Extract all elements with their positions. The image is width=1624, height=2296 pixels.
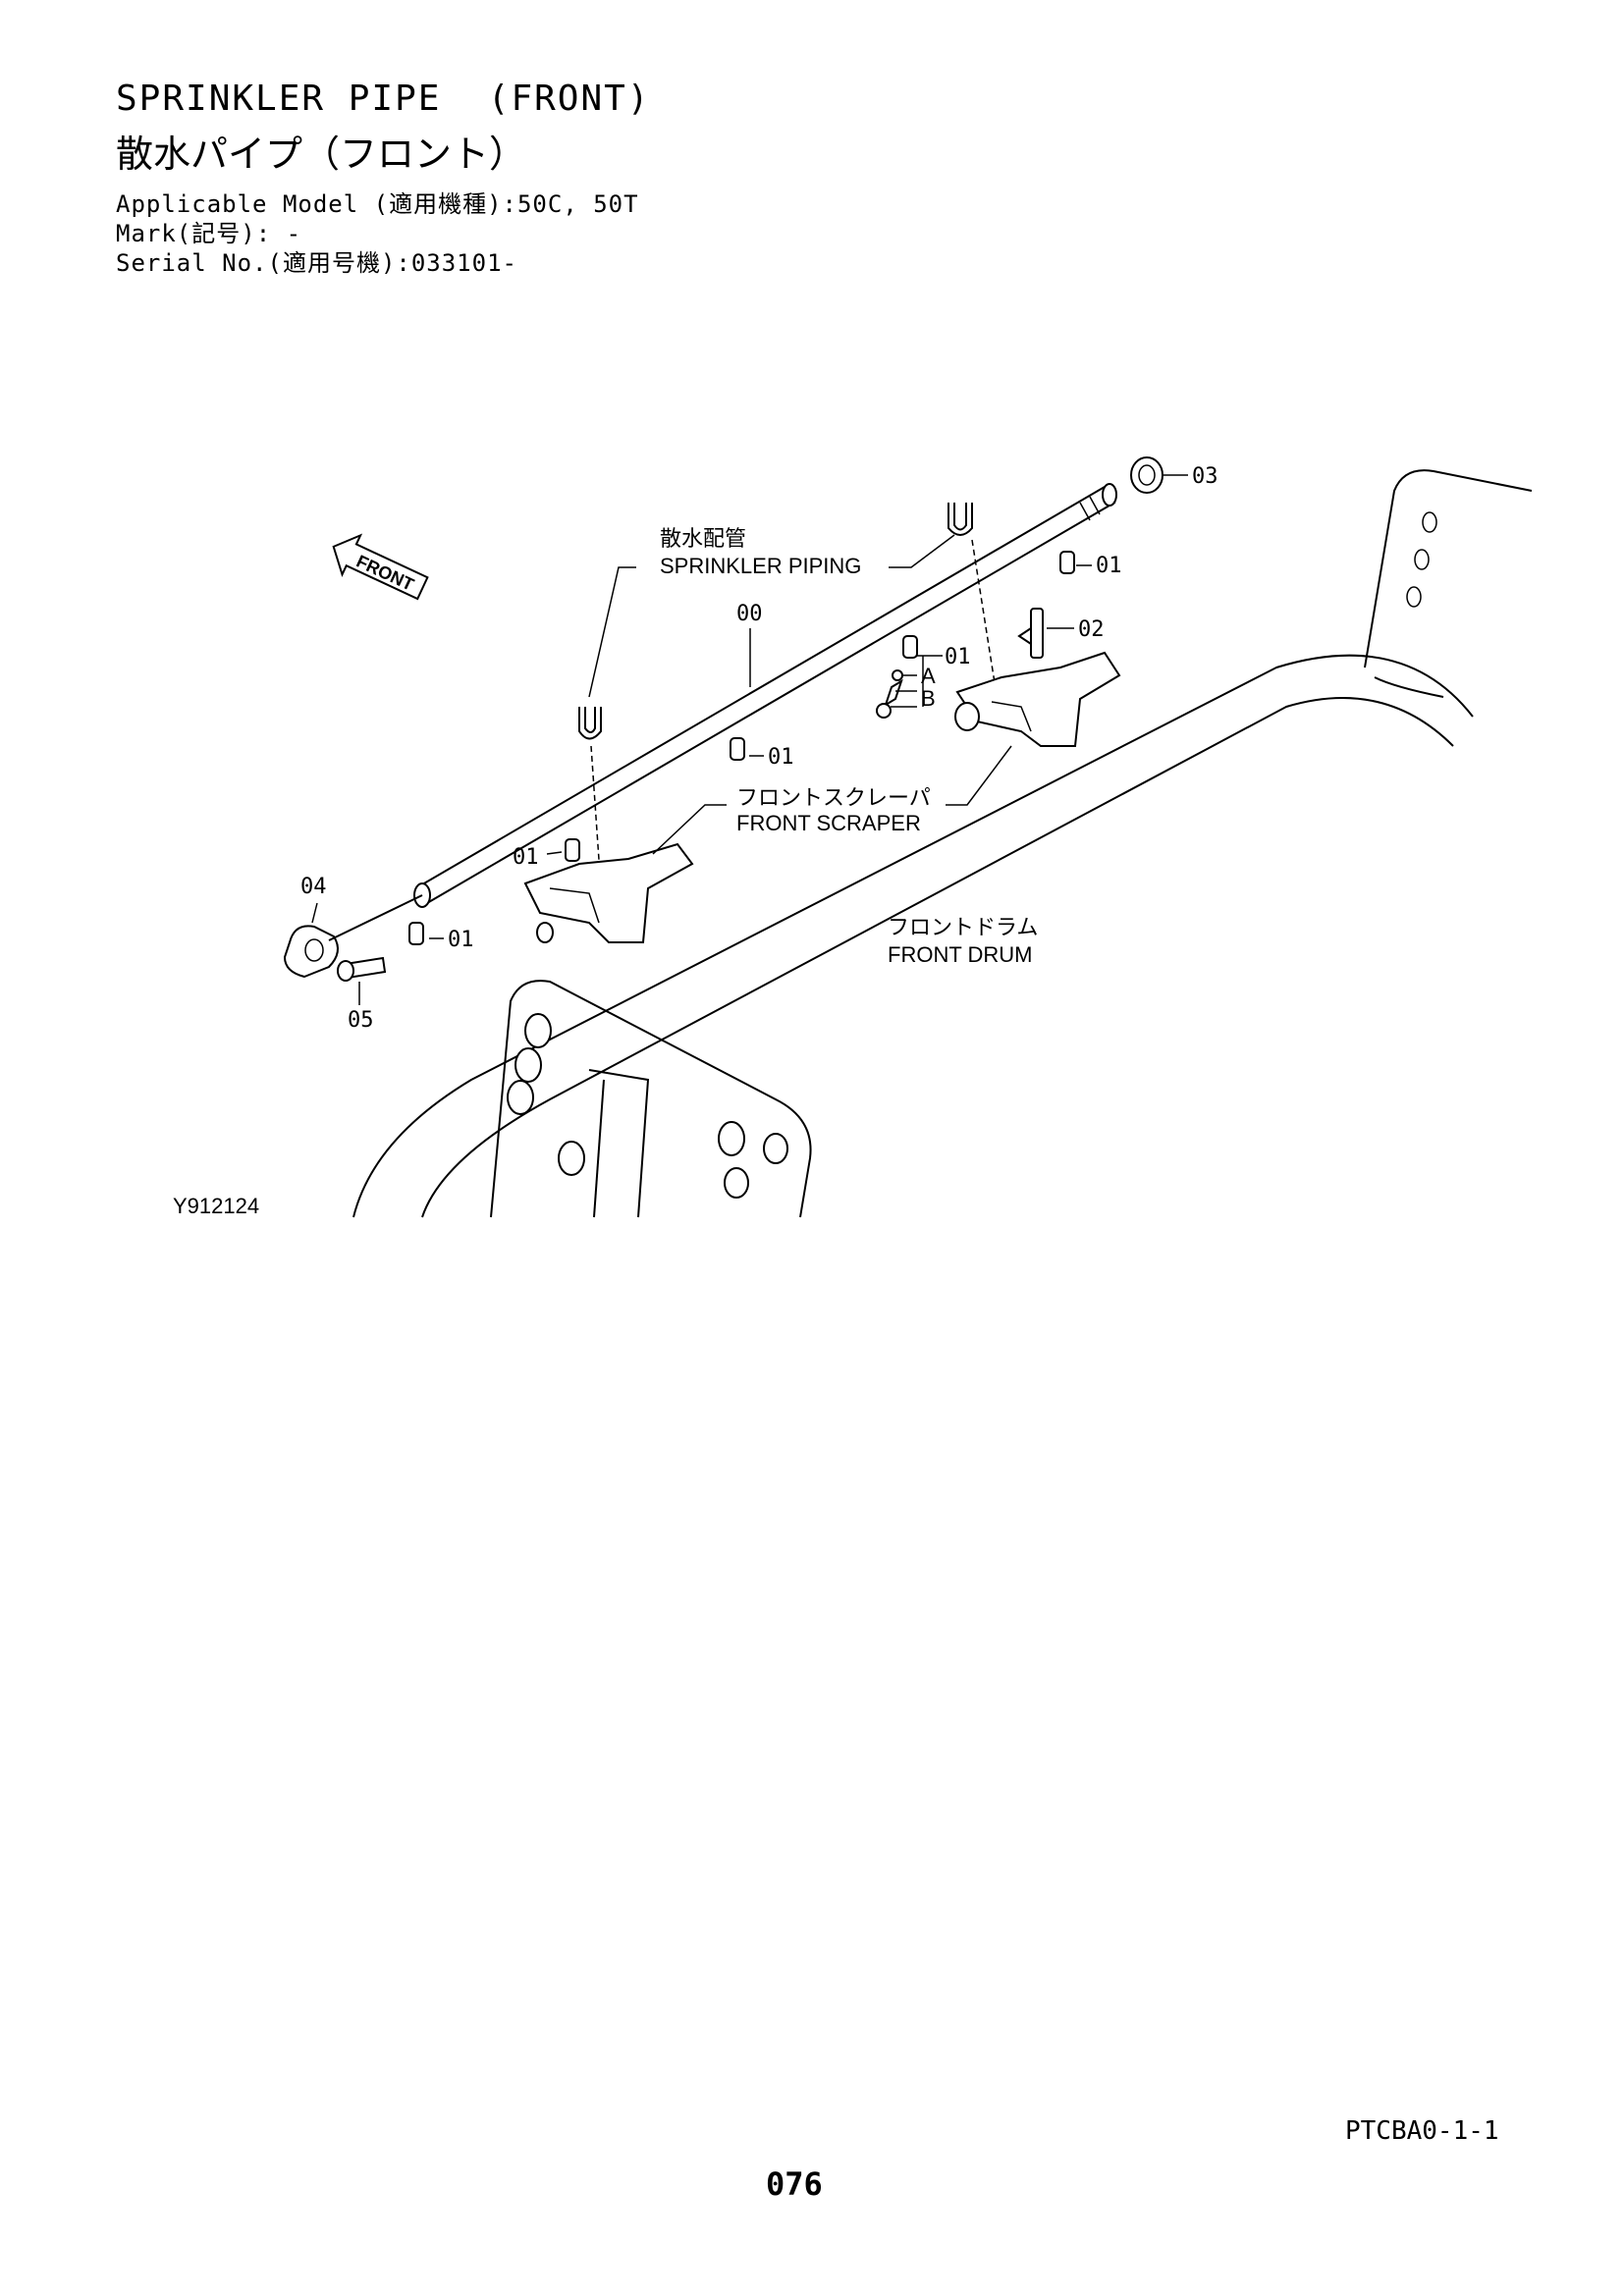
callout-01-ab: 01 <box>945 645 971 669</box>
label-front-drum-en: FRONT DRUM <box>888 942 1032 967</box>
label-front-scraper-jp: フロントスクレーパ <box>736 785 931 810</box>
sprinkler-pipe-drawing <box>283 456 1164 982</box>
label-front-drum-jp: フロントドラム <box>888 915 1038 939</box>
callout-01-bottom: 01 <box>448 928 474 952</box>
leader-lines <box>311 474 1188 1005</box>
label-sprinkler-piping-jp: 散水配管 <box>660 526 746 551</box>
label-front-scraper-en: FRONT SCRAPER <box>736 811 921 835</box>
title-japanese: 散水パイプ（フロント） <box>116 133 527 176</box>
callout-02: 02 <box>1078 617 1105 642</box>
figure-id: Y912124 <box>173 1194 259 1218</box>
callout-01-left: 01 <box>513 845 539 870</box>
page-number: 076 <box>766 2165 823 2203</box>
callout-01-center: 01 <box>768 745 794 770</box>
callout-a: A <box>921 664 936 688</box>
callout-03: 03 <box>1192 464 1218 489</box>
front-drum-drawing <box>352 469 1533 1218</box>
callout-05: 05 <box>348 1008 374 1033</box>
page-code: PTCBA0-1-1 <box>1345 2116 1499 2146</box>
callout-b: B <box>921 686 936 711</box>
front-direction-arrow: FRONT <box>332 533 429 601</box>
title-english: SPRINKLER PIPE (FRONT) <box>116 79 651 119</box>
mark: Mark(記号): - <box>116 220 302 247</box>
serial-number: Serial No.(適用号機):033101- <box>116 249 517 277</box>
front-scraper-drawing <box>523 651 1121 943</box>
applicable-model: Applicable Model (適用機種):50C, 50T <box>116 190 639 218</box>
callout-01-right: 01 <box>1096 554 1122 578</box>
callout-04: 04 <box>300 875 327 899</box>
label-sprinkler-piping-en: SPRINKLER PIPING <box>660 554 861 578</box>
callout-00: 00 <box>736 602 763 626</box>
